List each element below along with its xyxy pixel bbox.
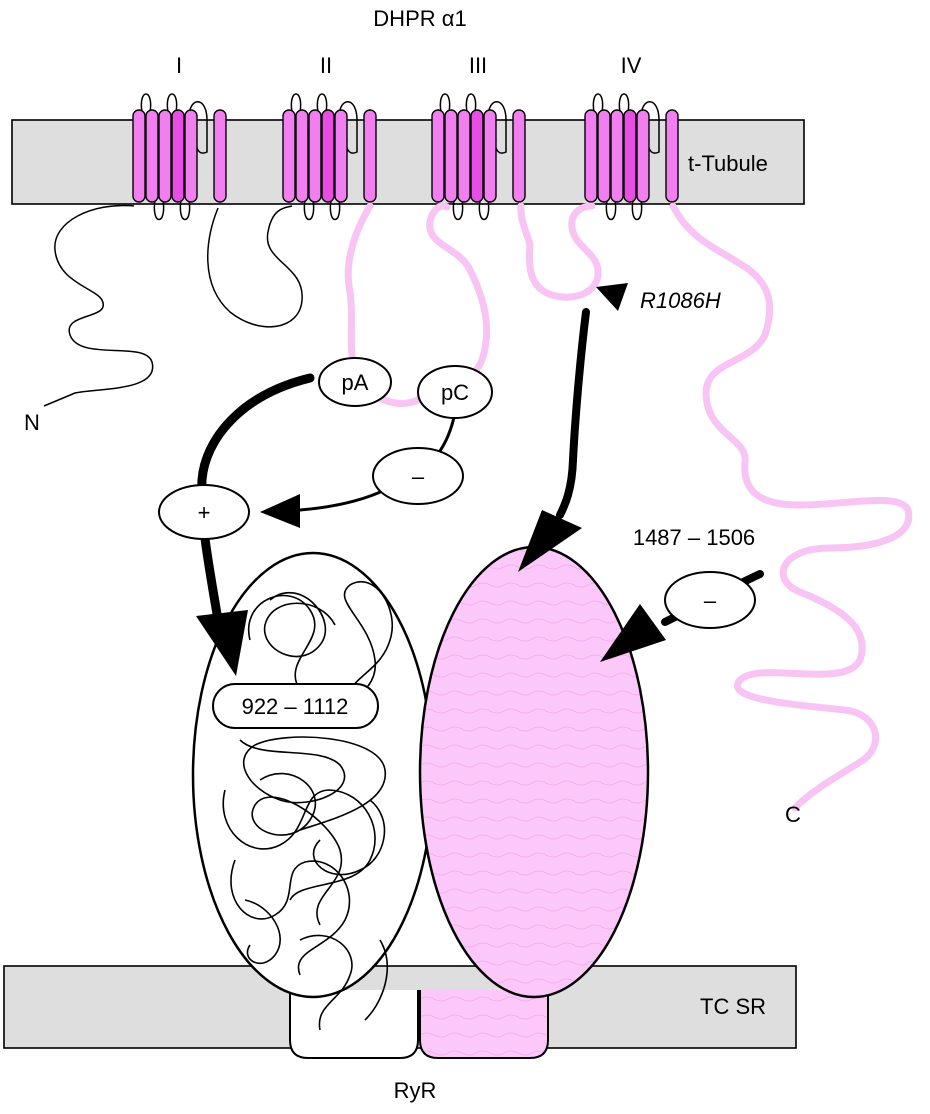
- domain-2-helix-s4: [321, 109, 335, 203]
- ryr-region-label: 922 – 1112: [242, 694, 349, 719]
- domain-4-helix-s1: [584, 109, 598, 203]
- domain-2-intracellular-loop: [303, 199, 315, 221]
- pa-to-ryr-arrow: [197, 373, 315, 625]
- c-region-arrowhead: [600, 604, 666, 662]
- domain-2-helix-s3: [308, 109, 322, 203]
- domain-4-helix-s4: [623, 109, 637, 203]
- tc-sr-label: TC SR: [700, 994, 766, 1019]
- domain-4-intracellular-loop: [631, 199, 643, 221]
- n-terminus-loop: [43, 204, 154, 407]
- domain-2-helix-s1: [282, 109, 296, 203]
- mutation-arrowhead: [596, 283, 628, 311]
- ryr-label: RyR: [394, 1078, 437, 1103]
- domain-3-helix-s5: [483, 109, 497, 203]
- domain-1-extracellular-loop: [166, 93, 178, 113]
- domain-label-1: I: [176, 53, 182, 78]
- c-terminus-loop: [669, 202, 913, 812]
- domain-4-helix-s5: [636, 109, 650, 203]
- domain-1-helix-s1: [132, 109, 146, 203]
- domain-4-helix-s6: [665, 109, 679, 203]
- domain-1-helix-s3: [158, 109, 172, 203]
- plus-arrowhead: [260, 494, 300, 528]
- domain-3-helix-s4: [470, 109, 484, 203]
- pa-label: pA: [342, 370, 369, 395]
- domain-label-4: IV: [621, 53, 642, 78]
- domain-3-extracellular-loop: [439, 93, 451, 113]
- domain-1-extracellular-loop: [140, 93, 152, 113]
- diagram-title: DHPR α1: [373, 6, 466, 31]
- domain-3-extracellular-loop: [465, 93, 477, 113]
- domain-4-helix-s3: [610, 109, 624, 203]
- ryr-right-foot: [419, 990, 549, 1059]
- ryr-tangle: [222, 581, 393, 1031]
- ryr-right-subunit: [418, 545, 650, 999]
- domain-4-helix-s2: [597, 109, 611, 203]
- domain-2-extracellular-loop: [316, 93, 328, 113]
- c-terminus-label: C: [785, 802, 801, 827]
- t-tubule-membrane: [11, 119, 805, 205]
- minus-center-oval: [372, 447, 464, 505]
- domain-3-helix-s6: [512, 109, 526, 203]
- pa-oval: [318, 357, 392, 407]
- iii-iv-loop: [517, 202, 602, 301]
- plus-label: +: [198, 500, 211, 525]
- i-ii-linker-loop: [207, 205, 303, 328]
- minus-right-oval: [664, 571, 756, 629]
- t-tubule-label: t-Tubule: [688, 151, 768, 176]
- n-terminus-label: N: [24, 410, 40, 435]
- domain-2-extracellular-loop: [290, 93, 302, 113]
- domain-1-helix-s5: [184, 109, 198, 203]
- domain-4-extracellular-loop: [618, 93, 630, 113]
- ryr-left-foot: [289, 990, 419, 1059]
- r1086h-to-ryr-arrow: [556, 308, 590, 519]
- plus-oval: [158, 484, 250, 540]
- domain-2-helix-s6: [363, 109, 377, 203]
- pc-label: pC: [441, 380, 469, 405]
- domain-4-intracellular-loop: [605, 199, 617, 221]
- domain-2-helix-s5: [334, 109, 348, 203]
- domain-label-3: III: [469, 53, 487, 78]
- domain-1-helix-s6: [213, 109, 227, 203]
- pa-arrowhead: [196, 610, 248, 676]
- domain-1-helix-s4: [171, 109, 185, 203]
- domain-1-helix-s2: [145, 109, 159, 203]
- domain-4-extracellular-loop: [592, 93, 604, 113]
- domain-3-intracellular-loop: [452, 199, 464, 221]
- c-region-label: 1487 – 1506: [633, 525, 755, 550]
- domain-1-intracellular-loop: [179, 199, 191, 221]
- r1086h-arrowhead: [518, 510, 582, 572]
- pc-oval: [417, 365, 493, 419]
- domain-1-intracellular-loop: [153, 199, 165, 221]
- domain-3-helix-s1: [431, 109, 445, 203]
- domain-3-helix-s3: [457, 109, 471, 203]
- domain-3-intracellular-loop: [478, 199, 490, 221]
- transmembrane-domains: [132, 93, 679, 221]
- minus-right-label: –: [704, 588, 717, 613]
- minus-center-label: –: [412, 464, 425, 489]
- ryr-region-box: [212, 683, 379, 729]
- domain-3-helix-s2: [444, 109, 458, 203]
- domain-label-2: II: [320, 53, 332, 78]
- mutation-label: R1086H: [640, 288, 721, 313]
- domain-2-helix-s2: [295, 109, 309, 203]
- domain-2-intracellular-loop: [329, 199, 341, 221]
